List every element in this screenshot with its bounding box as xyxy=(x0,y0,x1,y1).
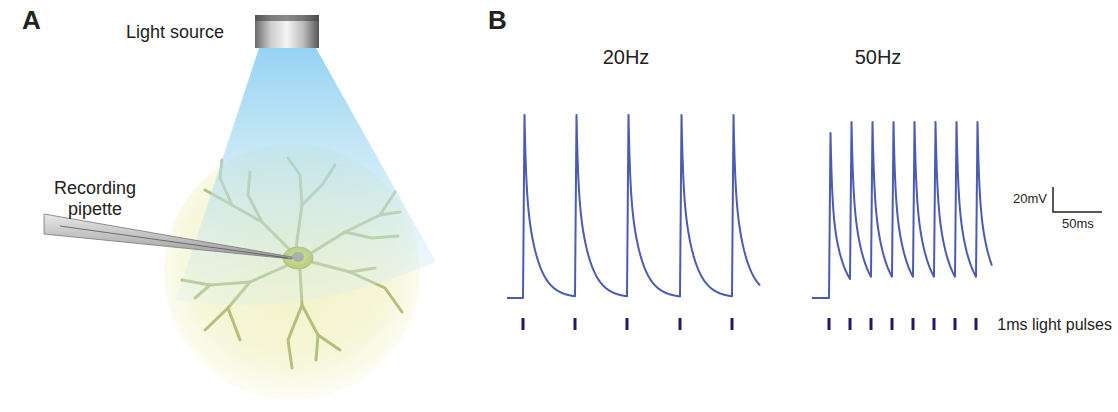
light-pulse xyxy=(574,318,577,330)
part-label: Light source xyxy=(126,22,224,43)
pulse-label: 1ms light pulses xyxy=(997,316,1112,334)
light-pulse-ticks xyxy=(522,318,978,330)
light-source xyxy=(255,15,319,48)
light-pulse xyxy=(891,318,894,330)
panel-letter: A xyxy=(22,6,41,36)
part-label: Recording pipette xyxy=(40,178,150,219)
frequency-label: 20Hz xyxy=(603,46,650,69)
light-pulse xyxy=(912,318,915,330)
light-pulse xyxy=(626,318,629,330)
voltage-traces xyxy=(507,115,992,298)
light-pulse xyxy=(954,318,957,330)
panel-letter: B xyxy=(488,6,507,36)
light-pulse xyxy=(679,318,682,330)
light-pulse xyxy=(522,318,525,330)
light-pulse xyxy=(849,318,852,330)
light-pulse xyxy=(933,318,936,330)
light-pulse xyxy=(975,318,978,330)
voltage-trace xyxy=(507,115,760,298)
light-pulse xyxy=(731,318,734,330)
scale-bar xyxy=(1053,187,1102,212)
scale-label: 20mV xyxy=(1013,192,1047,207)
light-pulse xyxy=(870,318,873,330)
light-beam xyxy=(176,48,436,305)
scale-label: 50ms xyxy=(1062,217,1094,232)
light-pulse xyxy=(828,318,831,330)
voltage-trace xyxy=(812,122,992,298)
frequency-label: 50Hz xyxy=(855,46,902,69)
recording-pipette xyxy=(44,214,292,259)
